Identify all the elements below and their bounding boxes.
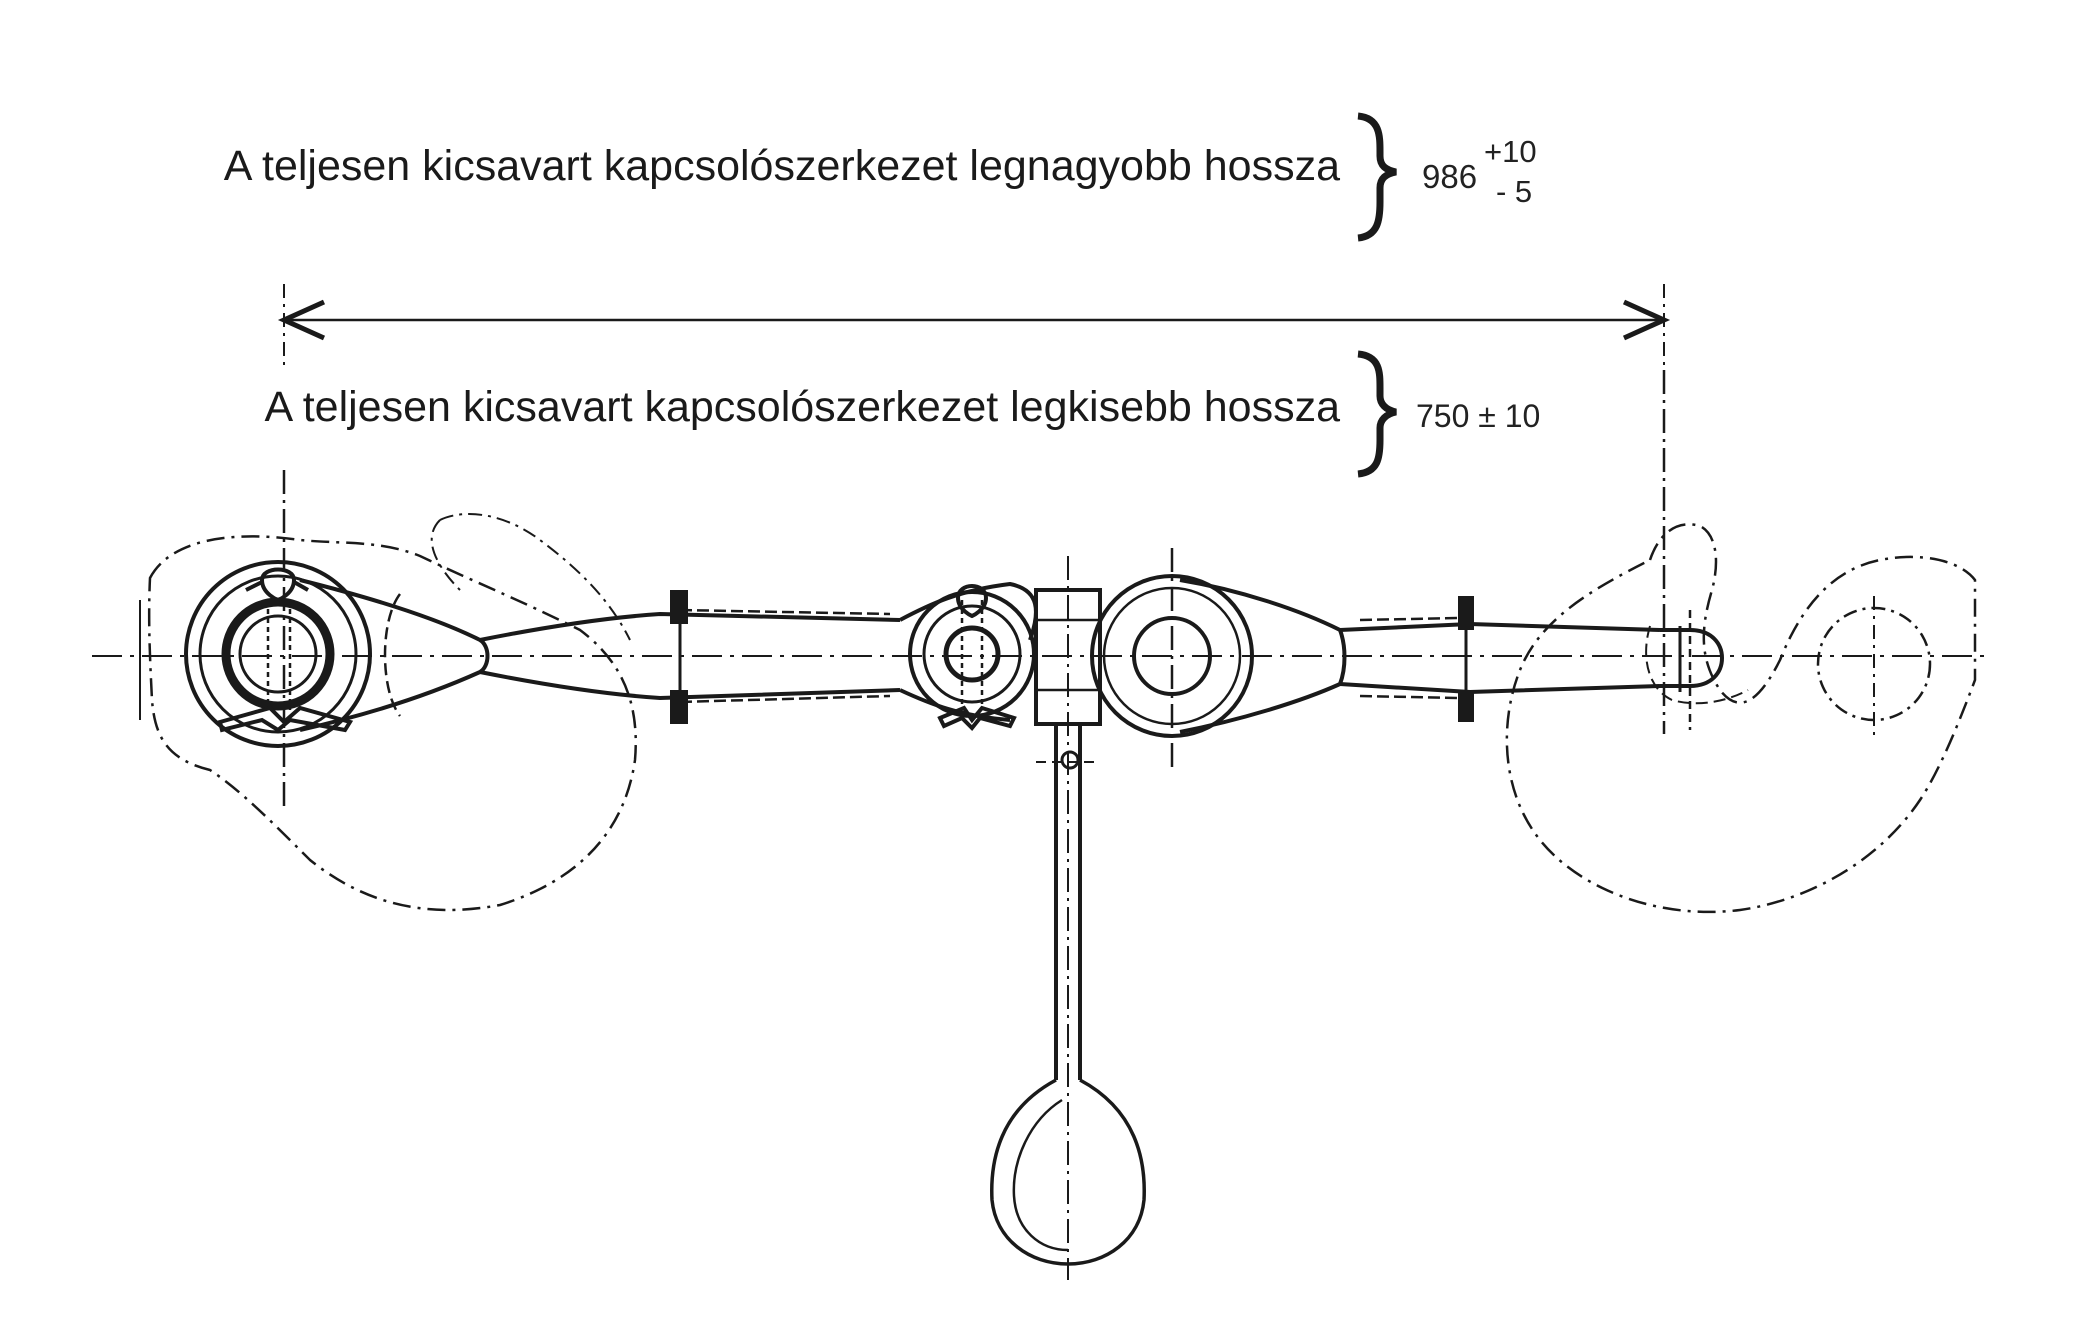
min-brace xyxy=(1357,350,1397,478)
min-length-value: 750 ± 10 xyxy=(1416,398,1541,434)
left-eye-outer xyxy=(184,560,372,748)
min-length-label: A teljesen kicsavart kapcsolószerkezet l… xyxy=(264,383,1340,431)
handle xyxy=(990,724,1146,1266)
left-split-pin xyxy=(259,567,297,603)
max-length-tol-minus: - 5 xyxy=(1496,174,1533,209)
max-length-label: A teljesen kicsavart kapcsolószerkezet l… xyxy=(223,142,1340,190)
max-brace xyxy=(1357,112,1397,242)
left-hook-outline xyxy=(147,535,637,912)
left-link xyxy=(299,578,490,732)
left-screw-rod xyxy=(479,590,901,724)
dimension-line xyxy=(277,284,1671,370)
middle-eye-outer xyxy=(908,590,1036,718)
right-hook-outline xyxy=(1505,523,1977,914)
right-end-pin xyxy=(1660,628,1725,688)
max-length-nominal: 986 xyxy=(1422,158,1478,195)
right-screw-rod xyxy=(1339,596,1661,722)
middle-split-pin xyxy=(955,584,989,619)
max-length-tol-plus: +10 xyxy=(1484,134,1537,169)
